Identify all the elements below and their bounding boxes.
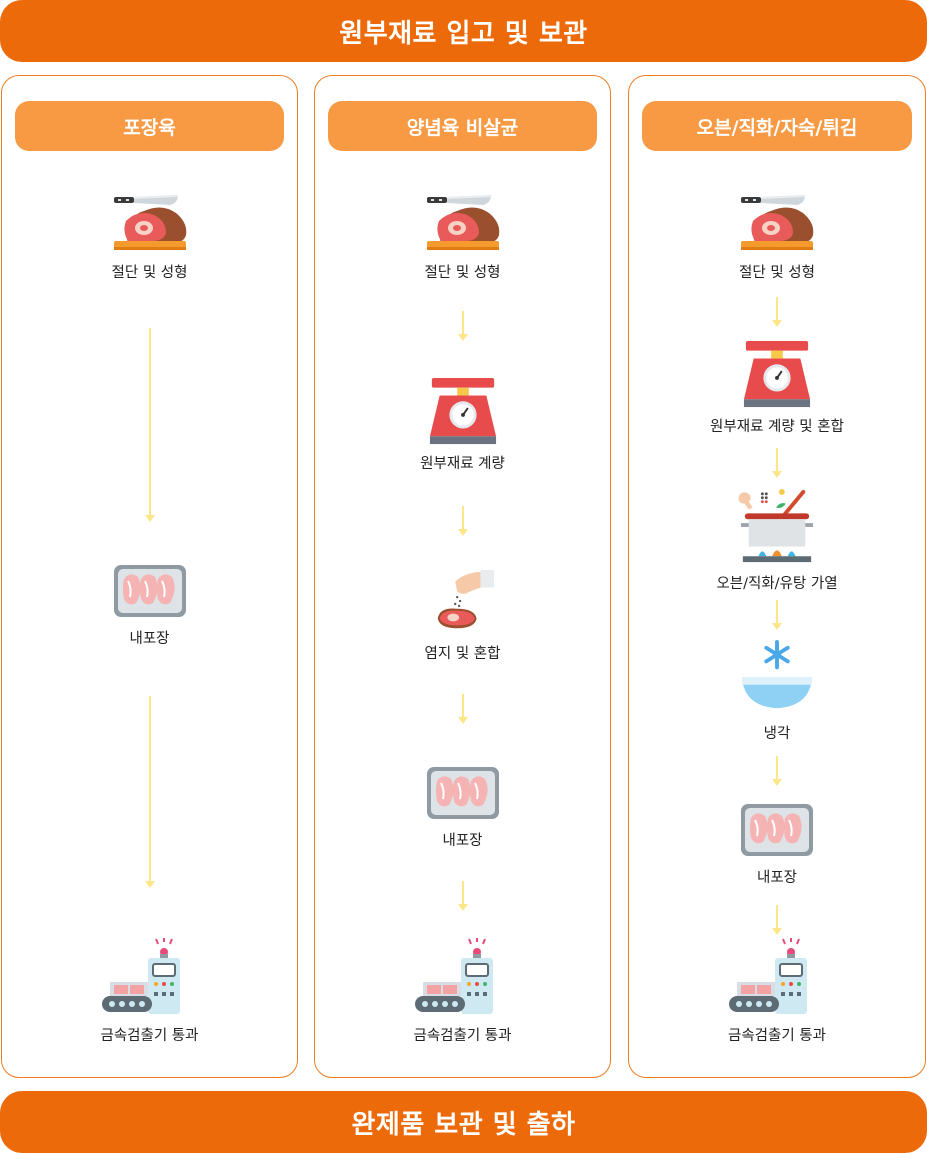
step-label: 원부재료 계량: [420, 456, 505, 472]
flow-arrow: [772, 297, 782, 327]
process-step: 내포장: [315, 763, 610, 850]
process-step: 절단 및 성형: [629, 191, 925, 282]
process-step: 금속검출기 통과: [315, 938, 610, 1045]
process-step: 냉각: [629, 638, 925, 743]
metal-detector-icon: [413, 938, 513, 1018]
page-header-title: 원부재료 입고 및 보관: [339, 18, 588, 49]
cooling-bowl-icon: [737, 638, 817, 716]
metal-detector-icon: [100, 938, 200, 1018]
meat-tray-icon: [423, 763, 503, 823]
page-footer-title: 완제품 보관 및 출하: [351, 1109, 576, 1140]
process-column-cooked-meat: 오븐/직화/자숙/튀김 절단 및 성형 원부재료 계량 및 혼합 오븐/직화/유…: [628, 75, 926, 1078]
meat-tray-icon: [110, 561, 190, 621]
process-step: 오븐/직화/유탕 가열: [629, 488, 925, 593]
process-step: 원부재료 계량: [315, 376, 610, 473]
flow-arrow: [144, 696, 155, 888]
flow-arrow: [772, 905, 782, 935]
step-label: 원부재료 계량 및 혼합: [710, 419, 844, 435]
step-label: 금속검출기 통과: [100, 1028, 199, 1044]
step-label: 내포장: [129, 631, 170, 647]
process-step: 내포장: [629, 800, 925, 887]
column-header: 양념육 비살균: [328, 101, 597, 151]
process-step: 절단 및 성형: [315, 191, 610, 282]
step-label: 절단 및 성형: [111, 265, 188, 281]
step-label: 금속검출기 통과: [413, 1028, 512, 1044]
step-label: 금속검출기 통과: [728, 1028, 826, 1044]
meat-cutting-icon: [110, 191, 190, 255]
flow-arrow: [772, 756, 782, 786]
weighing-scale-icon: [737, 339, 817, 409]
seasoning-meat-icon: [423, 568, 503, 636]
metal-detector-icon: [727, 938, 827, 1018]
meat-cutting-icon: [737, 191, 817, 255]
flow-arrow: [772, 600, 782, 630]
step-label: 냉각: [763, 726, 791, 742]
process-column-marinated-meat: 양념육 비살균 절단 및 성형 원부재료 계량 염지 및 혼합 내포장 금속검출…: [314, 75, 611, 1078]
page-footer-banner: 완제품 보관 및 출하: [0, 1091, 927, 1153]
meat-tray-icon: [737, 800, 817, 860]
page-header-banner: 원부재료 입고 및 보관: [0, 0, 927, 62]
column-title: 오븐/직화/자숙/튀김: [696, 116, 858, 139]
process-step: 원부재료 계량 및 혼합: [629, 339, 925, 436]
process-column-packaged-meat: 포장육 절단 및 성형 내포장 금속검출기 통과: [1, 75, 298, 1078]
step-label: 내포장: [756, 870, 798, 886]
column-title: 양념육 비살균: [406, 116, 519, 139]
column-title: 포장육: [123, 116, 176, 139]
step-label: 절단 및 성형: [424, 265, 501, 281]
process-step: 절단 및 성형: [2, 191, 297, 282]
step-label: 오븐/직화/유탕 가열: [716, 576, 838, 592]
flow-arrow: [144, 328, 155, 522]
flow-arrow: [772, 448, 782, 478]
flow-arrow: [457, 506, 468, 536]
cooking-pot-icon: [732, 488, 822, 566]
step-label: 염지 및 혼합: [424, 646, 501, 662]
meat-cutting-icon: [423, 191, 503, 255]
process-step: 내포장: [2, 561, 297, 648]
step-label: 절단 및 성형: [739, 265, 815, 281]
step-label: 내포장: [442, 833, 483, 849]
flow-arrow: [457, 694, 468, 724]
process-step: 금속검출기 통과: [629, 938, 925, 1045]
flow-arrow: [457, 881, 468, 911]
column-header: 오븐/직화/자숙/튀김: [642, 101, 912, 151]
flow-arrow: [457, 311, 468, 341]
process-step: 금속검출기 통과: [2, 938, 297, 1045]
column-header: 포장육: [15, 101, 284, 151]
process-step: 염지 및 혼합: [315, 568, 610, 663]
weighing-scale-icon: [423, 376, 503, 446]
